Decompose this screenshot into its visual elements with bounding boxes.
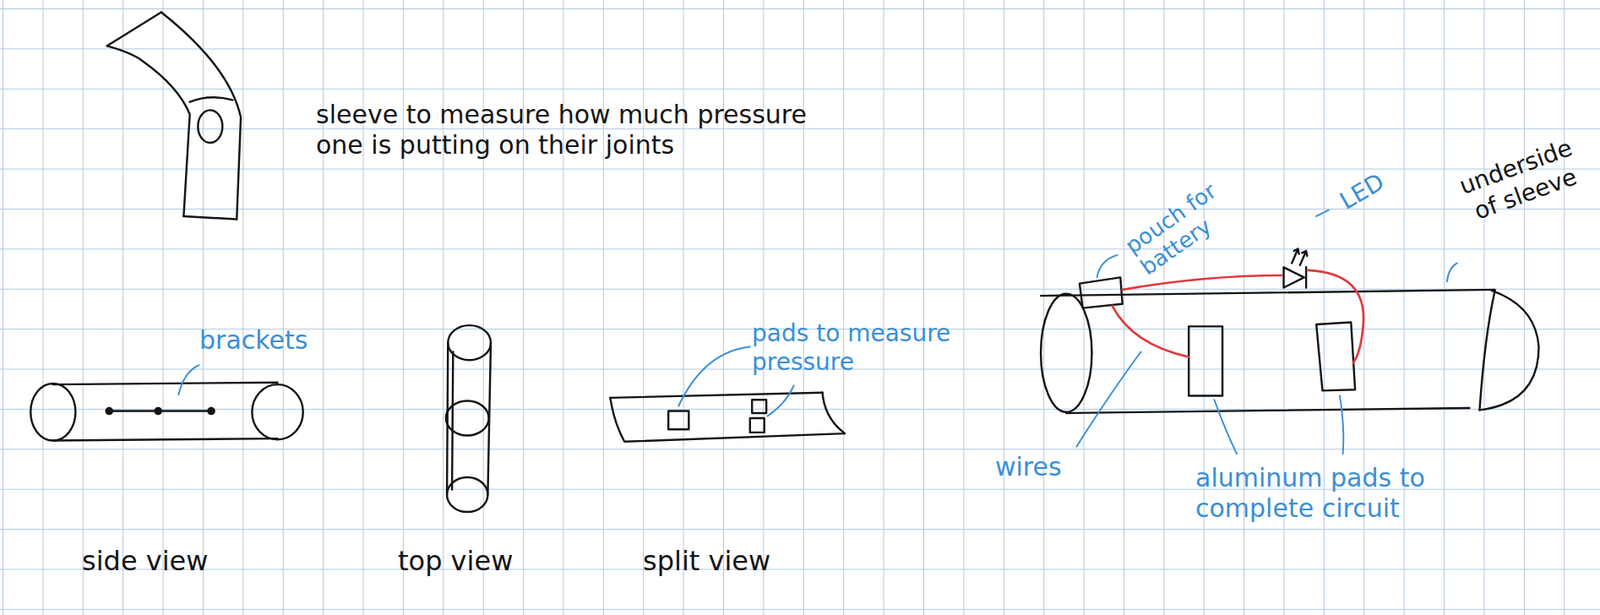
description-note: sleeve to measure how much pressure one … [315, 99, 857, 161]
bent-sleeve [107, 11, 241, 219]
bent-sleeve [197, 109, 223, 143]
part-label: LED [1334, 168, 1389, 217]
part-label: aluminum pads to complete circuit [1195, 462, 1449, 524]
side-view-sleeve [155, 408, 162, 414]
red-wire [1122, 275, 1282, 290]
side-view-sleeve [106, 408, 113, 414]
red-wire [1112, 305, 1190, 357]
split-view-sleeve [750, 418, 765, 433]
top-view-sleeve [446, 342, 448, 496]
bent-sleeve [190, 97, 234, 103]
underside-sleeve [1305, 266, 1307, 288]
underside-sleeve [1188, 326, 1223, 396]
side-view-sleeve [251, 384, 303, 440]
leader-line [1097, 255, 1118, 278]
split-view-sleeve [668, 411, 689, 430]
view-label: side view [81, 544, 208, 577]
side-view-sleeve [30, 383, 76, 441]
top-view-sleeve [451, 352, 453, 490]
underside-sleeve [1300, 250, 1307, 266]
side-view-sleeve [30, 382, 304, 441]
bent-sleeve [161, 11, 241, 219]
leader-line [178, 210, 1458, 455]
bent-sleeve [107, 45, 191, 217]
red-wire [1112, 270, 1364, 364]
underside-sleeve [1284, 266, 1305, 288]
leader-line [1339, 395, 1344, 454]
underside-sleeve [1040, 293, 1092, 413]
view-label: underside of sleeve [1455, 133, 1587, 228]
side-view-sleeve [53, 438, 278, 441]
part-label: pads to measure pressure [751, 319, 989, 376]
part-label: pouch for battery [1121, 160, 1263, 282]
part-label: wires [995, 451, 1062, 483]
underside-sleeve [1066, 408, 1470, 414]
bent-sleeve [183, 216, 237, 220]
leader-line [1076, 352, 1141, 447]
top-view-sleeve [447, 325, 491, 360]
leader-line [1447, 262, 1458, 282]
leader-line [1316, 210, 1328, 217]
view-label: top view [397, 544, 513, 577]
side-view-sleeve [207, 408, 214, 414]
top-view-sleeve [487, 342, 491, 496]
underside-sleeve [1291, 249, 1299, 264]
view-label: split view [642, 544, 771, 577]
part-label: brackets [199, 325, 308, 356]
leader-line [178, 364, 199, 395]
side-view-sleeve [53, 382, 278, 385]
underside-sleeve [1479, 290, 1495, 410]
leader-line [678, 346, 751, 406]
split-view-sleeve [609, 392, 845, 442]
red-wire [1308, 270, 1365, 364]
underside-sleeve [1040, 289, 1496, 296]
bent-sleeve [107, 11, 162, 46]
leader-line [767, 385, 794, 416]
split-view-sleeve [751, 399, 767, 414]
underside-sleeve [1479, 290, 1539, 410]
underside-sleeve [1079, 277, 1123, 308]
leader-line [1213, 399, 1237, 454]
top-view-sleeve [446, 325, 491, 512]
underside-sleeve [1316, 322, 1356, 392]
split-view-sleeve [609, 392, 845, 442]
